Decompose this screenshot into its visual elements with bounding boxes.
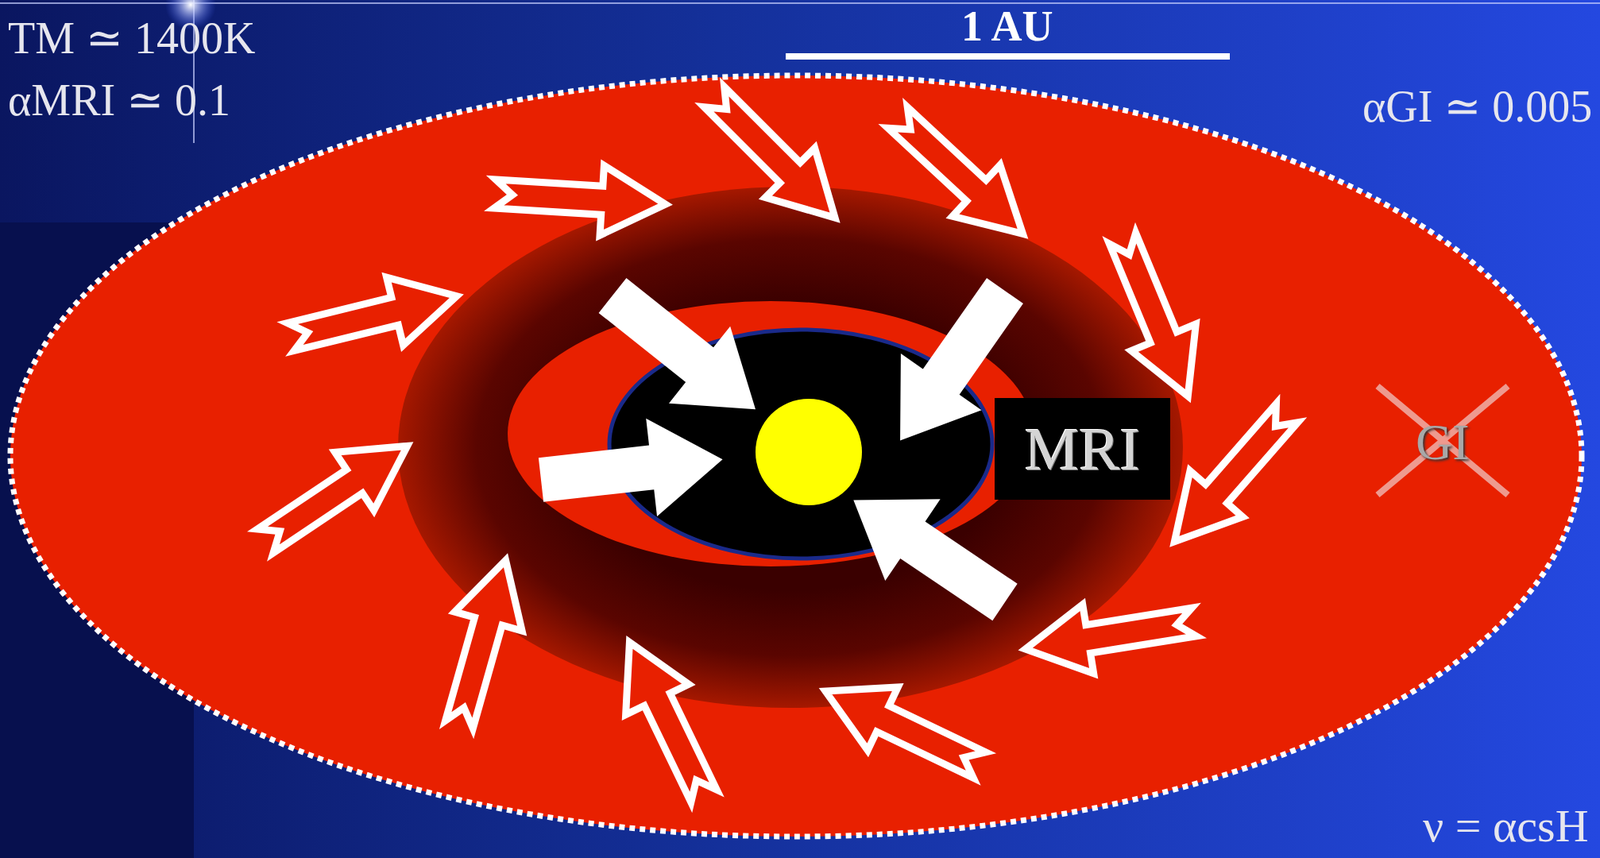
alpha-mri-label: αMRI ≃ 0.1: [7, 76, 231, 126]
alpha-gi-label: αGI ≃ 0.005: [1362, 82, 1593, 132]
viscosity-label: ν = αcsH: [1422, 800, 1589, 852]
cross-mark: [1377, 386, 1508, 495]
mri-box: MRI: [994, 398, 1171, 500]
infall-arrows: [246, 72, 1315, 812]
accretion-arrows: [535, 256, 1046, 643]
star: [755, 398, 862, 506]
gi-label: GI: [1415, 414, 1470, 471]
scale-label: 1 AU: [961, 3, 1054, 51]
node-text: MRI: [1024, 418, 1141, 480]
scale-bar: [785, 53, 1230, 60]
frame-line: [0, 2, 1600, 4]
temperature-label: TM ≃ 1400K: [7, 14, 256, 64]
